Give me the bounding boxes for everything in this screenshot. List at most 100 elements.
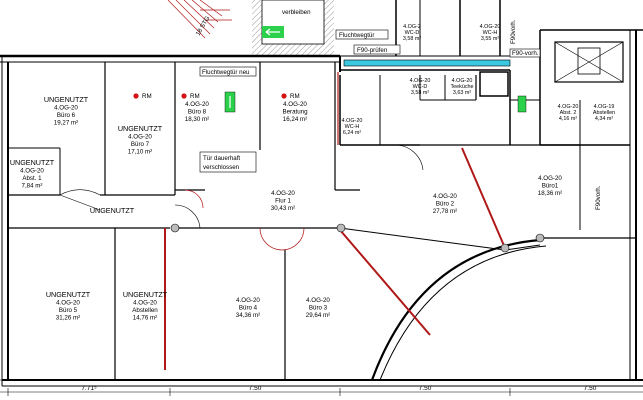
walls bbox=[0, 0, 643, 387]
room-label-line: Abstellen bbox=[593, 110, 615, 116]
note-fluchtwegtuer: Fluchtwegtür bbox=[339, 32, 374, 39]
room-label-line: 4.OG-20 bbox=[452, 78, 473, 84]
room-label-line: UNGENUTZT bbox=[44, 95, 89, 104]
note-f90-vert-right: F90vorh. bbox=[595, 185, 602, 210]
room-label-line: 16,24 m² bbox=[283, 116, 307, 123]
room-label-line: 30,43 m² bbox=[271, 205, 295, 212]
room-label-line: Teeküche bbox=[450, 84, 473, 90]
stair-label: 18 STG bbox=[195, 15, 212, 37]
room-label-line: 4.OG-2 bbox=[403, 24, 421, 30]
room-label-line: 4.OG-20 bbox=[433, 193, 457, 200]
room-label-line: Büro 4 bbox=[239, 305, 258, 312]
room-label-line: Büro 3 bbox=[309, 305, 328, 312]
room-label-line: UNGENUTZT bbox=[46, 290, 91, 299]
room-label-line: 4.OG-20 bbox=[236, 297, 260, 304]
room-label-line: Büro 6 bbox=[57, 112, 76, 119]
room-label-line: Beratung bbox=[282, 109, 308, 116]
room-label-line: 4.OG-20 bbox=[306, 297, 330, 304]
stairwell: 18 STG verbleiben bbox=[167, 0, 334, 56]
room-label-line: WC-H bbox=[345, 124, 360, 130]
room-label-line: 4.OG-20 bbox=[133, 300, 157, 307]
room-label-line: 4,34 m² bbox=[595, 116, 613, 122]
room-label-line: 4.OG-20 bbox=[54, 105, 78, 112]
room-label-line: Abst. 1 bbox=[22, 175, 42, 182]
room-label-line: 19,27 m² bbox=[54, 120, 78, 127]
stair-note: verbleiben bbox=[282, 9, 311, 16]
room-label-line: UNGENUTZT bbox=[123, 290, 168, 299]
note-fluchtwegtuer-neu: Fluchtwegtür neu bbox=[202, 69, 250, 76]
note-boxes: Fluchtwegtür F90-prüfen Fluchtwegtür neu… bbox=[199, 19, 602, 210]
room-label-line: 3,63 m² bbox=[453, 90, 471, 96]
room-label-line: 4,16 m² bbox=[559, 116, 577, 122]
room-label-line: 4.OG-20 bbox=[558, 104, 579, 110]
room-label-line: 14,76 m² bbox=[133, 315, 157, 322]
room-label-line: 4.OG-20 bbox=[56, 300, 80, 307]
room-label-line: 4.OG-20 bbox=[20, 168, 44, 175]
room-label-line: Büro 7 bbox=[131, 141, 150, 148]
room-label-line: 4.OG-20 bbox=[410, 78, 431, 84]
room-label-line: 4.OG-20 bbox=[271, 190, 295, 197]
room-label-line: 3,55 m² bbox=[481, 36, 499, 42]
room-label-line: Flur 1 bbox=[275, 198, 291, 205]
room-label-line: 4.OG-20 bbox=[185, 101, 209, 108]
room-label-line: 3,58 m² bbox=[411, 90, 429, 96]
room-label-line: Büro 5 bbox=[59, 307, 78, 314]
dim-1: 7.71⁵ bbox=[81, 385, 97, 392]
room-label-line: Abstellen bbox=[132, 307, 158, 314]
room-label-line: 4.OG-20 bbox=[342, 118, 363, 124]
room-label-line: 4.OG-20 bbox=[283, 101, 307, 108]
room-label-line: 27,78 m² bbox=[433, 208, 457, 215]
room-label-line: Abst. 2 bbox=[560, 110, 577, 116]
room-label-line: 18,30 m² bbox=[185, 116, 209, 123]
room-label-line: 4.OG-20 bbox=[538, 175, 562, 182]
cyan-strip bbox=[343, 59, 511, 67]
rm-label-2: RM bbox=[190, 93, 200, 100]
room-label-line: Büro 2 bbox=[436, 201, 455, 208]
room-label-line: 34,36 m² bbox=[236, 312, 260, 319]
red-walls bbox=[164, 72, 506, 370]
room-label-line: WC-D bbox=[413, 84, 428, 90]
room-label-line: Büro1 bbox=[542, 183, 559, 190]
room-label-line: 17,10 m² bbox=[128, 149, 152, 156]
dim-3: 7.50 bbox=[419, 385, 432, 392]
rm-label-3: RM bbox=[290, 93, 300, 100]
exit-signs bbox=[224, 91, 527, 113]
room-label-line: Büro 8 bbox=[188, 109, 207, 116]
room-label-line: WC-D bbox=[405, 30, 420, 36]
room-label-line: 4.OG-20 bbox=[480, 24, 501, 30]
corridor-label: UNGENUTZT bbox=[90, 206, 135, 215]
dim-4: 7.50 bbox=[584, 385, 597, 392]
room-label-line: 6,24 m² bbox=[343, 130, 361, 136]
columns bbox=[170, 223, 545, 253]
room-label-line: UNGENUTZT bbox=[118, 124, 163, 133]
room-label-line: 4.OG-20 bbox=[128, 134, 152, 141]
room-label-line: UNGENUTZT bbox=[10, 158, 55, 167]
room-label-line: 4.OG-19 bbox=[594, 104, 615, 110]
room-label-line: 18,36 m² bbox=[538, 190, 562, 197]
note-f90-pruefen: F90-prüfen bbox=[357, 47, 388, 54]
room-label-line: 31,26 m² bbox=[56, 315, 80, 322]
note-tuer-dauerhaft: Tür dauerhaft bbox=[203, 155, 240, 162]
room-label-line: 3,58 m² bbox=[403, 36, 421, 42]
dim-2: 7.50 bbox=[249, 385, 262, 392]
rm-label-1: RM bbox=[142, 93, 152, 100]
